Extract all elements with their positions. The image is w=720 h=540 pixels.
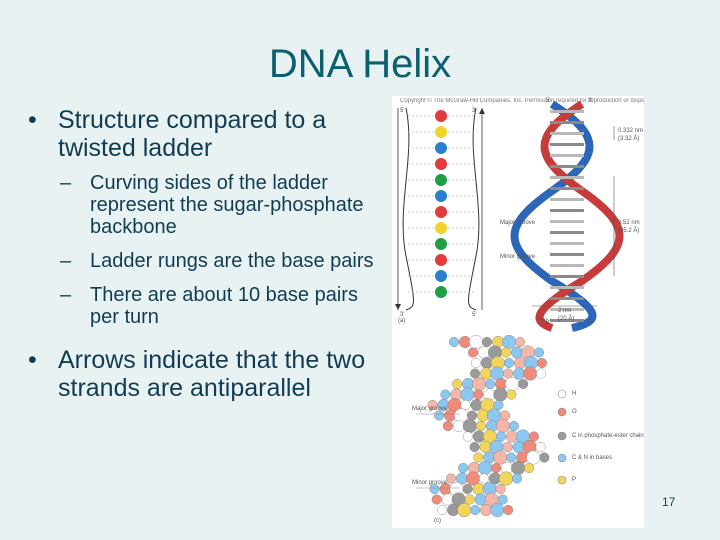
base-pair-dot xyxy=(435,174,447,186)
groove-label: Major groove xyxy=(412,406,448,412)
panel-a-ladder xyxy=(395,107,485,311)
base-pair-dot xyxy=(435,238,447,250)
bullet-2: • Arrows indicate that the two strands a… xyxy=(28,346,390,402)
legend-o-dot xyxy=(557,407,567,417)
strand-end-label: 3' xyxy=(400,312,405,318)
strand-end-label: 5' xyxy=(546,98,551,104)
bullet-1: • Structure compared to a twisted ladder xyxy=(28,106,390,162)
slide-title: DNA Helix xyxy=(268,42,452,86)
dash-icon: – xyxy=(60,250,72,272)
bullet-2-text: Arrows indicate that the two strands are… xyxy=(58,346,366,402)
dna-figure: Copyright © The McGraw-Hill Companies, I… xyxy=(392,96,644,528)
measurement-label: 2 nm xyxy=(558,308,572,314)
panel-c-space-filling xyxy=(427,334,550,518)
base-pair-dot xyxy=(435,142,447,154)
figure-credit: Copyright © The McGraw-Hill Companies, I… xyxy=(400,98,644,104)
groove-label: Major groove xyxy=(500,220,536,226)
sub-bullet-2: – Ladder rungs are the base pairs xyxy=(28,250,390,272)
panel-label: (b) xyxy=(540,318,548,324)
groove-label: Minor groove xyxy=(500,254,536,260)
measurement-label: 3.52 nm xyxy=(618,220,640,226)
measurement-label: 0.332 nm xyxy=(618,128,644,134)
strand-end-label: 3' xyxy=(546,320,551,326)
legend-h-dot xyxy=(557,389,567,399)
base-pair-dot xyxy=(435,270,447,282)
bullet-1-text: Structure compared to a twisted ladder xyxy=(58,106,327,162)
panel-b-helix xyxy=(510,100,624,332)
bullet-dot-icon: • xyxy=(28,106,37,134)
base-pair-dot xyxy=(435,286,447,298)
atom-legend xyxy=(416,389,567,489)
groove-label: Minor groove xyxy=(412,480,448,486)
base-pair-dot xyxy=(435,222,447,234)
bullet-dot-icon: • xyxy=(28,346,37,374)
sub-bullet-3-text: There are about 10 base pairs per turn xyxy=(90,284,358,328)
legend-c-phosphate-dot xyxy=(557,431,567,441)
measurement-label: (35.2 Å) xyxy=(618,228,640,234)
sub-bullet-1-text: Curving sides of the ladder represent th… xyxy=(90,172,364,238)
base-pair-dot xyxy=(435,110,447,122)
sub-bullet-3: – There are about 10 base pairs per turn xyxy=(28,284,390,328)
sub-bullet-2-text: Ladder rungs are the base pairs xyxy=(90,250,374,272)
base-pair-dot xyxy=(435,190,447,202)
legend-label: C in phosphate-ester chain xyxy=(572,433,644,439)
base-pair-dot xyxy=(435,158,447,170)
base-pair-dot xyxy=(435,254,447,266)
sub-bullet-1: – Curving sides of the ladder represent … xyxy=(28,172,390,238)
dash-icon: – xyxy=(60,284,72,306)
measurement-label: (20 Å) xyxy=(558,316,575,322)
strand-end-label: 5' xyxy=(588,320,593,326)
base-pair-dot xyxy=(435,126,447,138)
legend-cn-bases-dot xyxy=(557,453,567,463)
legend-p-dot xyxy=(557,475,567,485)
strand-end-label: 5' xyxy=(400,108,405,114)
legend-label: O xyxy=(572,409,577,415)
panel-label: (a) xyxy=(398,318,406,324)
strand-end-label: 5' xyxy=(472,312,477,318)
base-pair-dot xyxy=(435,206,447,218)
strand-end-label: 3' xyxy=(588,98,593,104)
legend-label: P xyxy=(572,477,577,483)
legend-label: H xyxy=(572,391,577,397)
dna-figure-svg xyxy=(395,100,624,518)
dash-icon: – xyxy=(60,172,72,194)
measurement-label: (3.32 Å) xyxy=(618,136,640,142)
panel-label: (c) xyxy=(434,518,441,524)
legend-label: C & N in bases xyxy=(572,455,613,461)
bullet-list: • Structure compared to a twisted ladder… xyxy=(28,106,390,412)
strand-end-label: 3' xyxy=(472,108,477,114)
page-number: 17 xyxy=(662,495,676,509)
